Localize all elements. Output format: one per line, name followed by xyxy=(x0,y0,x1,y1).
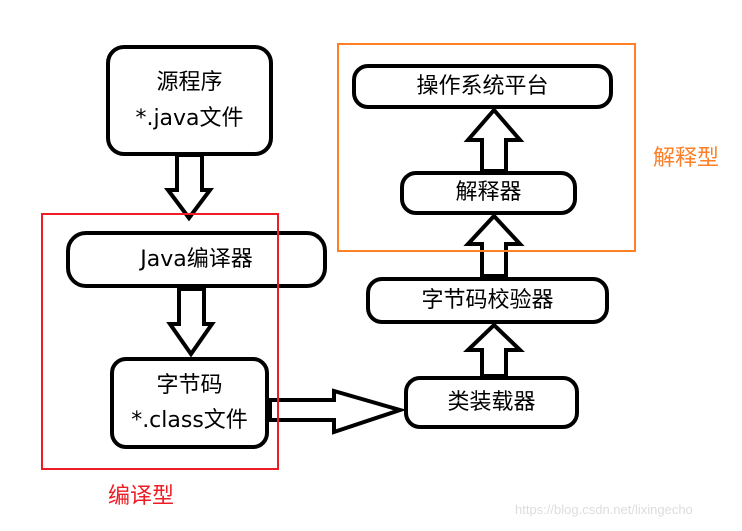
interpreted-group-label: 解释型 xyxy=(653,146,720,171)
bytecode-title: 字节码 xyxy=(156,372,223,398)
compiler-node: Java编译器 xyxy=(66,231,327,288)
arrow-source-to-compiler xyxy=(164,153,214,222)
arrow-loader-to-verifier xyxy=(463,322,525,378)
arrow-interpreter-to-os xyxy=(463,106,525,173)
compiled-group-label: 编译型 xyxy=(108,484,175,509)
verifier-label: 字节码校验器 xyxy=(421,287,554,313)
arrow-verifier-to-interpreter xyxy=(463,213,525,278)
source-ext: *.java文件 xyxy=(135,105,244,131)
loader-node: 类装载器 xyxy=(404,376,579,429)
source-title: 源程序 xyxy=(156,70,223,96)
compiler-label: Java编译器 xyxy=(140,246,253,272)
loader-label: 类装载器 xyxy=(447,389,536,415)
arrow-bytecode-to-loader xyxy=(268,388,407,435)
os-label: 操作系统平台 xyxy=(416,73,549,99)
source-node: 源程序 *.java文件 xyxy=(106,45,273,156)
interpreter-label: 解释器 xyxy=(455,180,522,206)
bytecode-node: 字节码 *.class文件 xyxy=(110,357,269,449)
os-node: 操作系统平台 xyxy=(352,64,613,109)
arrow-compiler-to-bytecode xyxy=(166,287,216,358)
watermark: https://blog.csdn.net/lixingecho xyxy=(515,502,693,517)
compiled-group-frame xyxy=(41,213,279,470)
interpreter-node: 解释器 xyxy=(400,171,577,215)
verifier-node: 字节码校验器 xyxy=(366,277,609,324)
bytecode-ext: *.class文件 xyxy=(131,408,248,433)
interpreted-group-frame xyxy=(337,43,636,252)
